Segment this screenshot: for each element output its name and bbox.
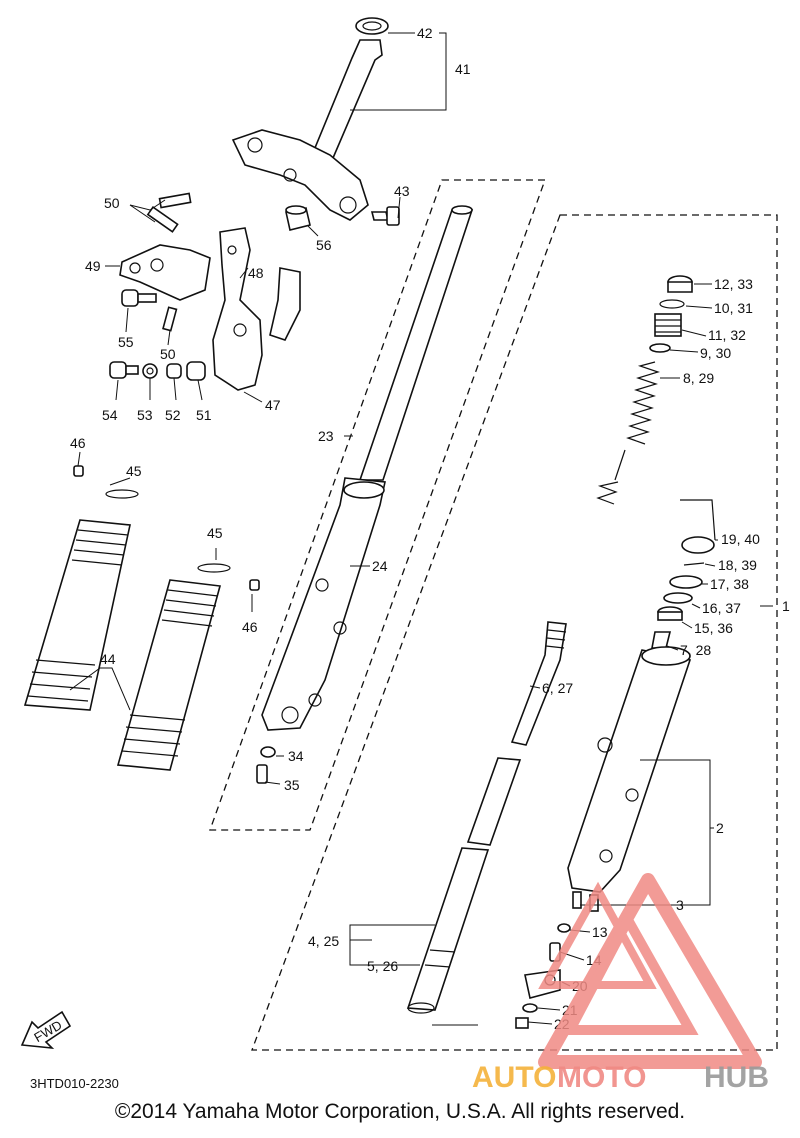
callout-8-29: 8, 29 bbox=[683, 370, 714, 386]
clamp-45-right bbox=[197, 563, 231, 573]
callout-47: 47 bbox=[265, 397, 281, 413]
callout-17-38: 17, 38 bbox=[710, 576, 749, 592]
fork-boot-44-left bbox=[23, 519, 131, 711]
automotohub-watermark-logo bbox=[538, 873, 762, 1069]
callout-35: 35 bbox=[284, 777, 300, 793]
oil-seal-17 bbox=[669, 575, 703, 589]
leader-lines bbox=[69, 32, 773, 1026]
outer-tube-2 bbox=[567, 646, 692, 893]
collar-52 bbox=[166, 363, 182, 379]
dust-seal-19 bbox=[681, 536, 715, 554]
o-ring-10 bbox=[659, 299, 685, 309]
callout-50-upper: 50 bbox=[104, 195, 120, 211]
washer-34 bbox=[260, 746, 276, 758]
callout-45-left: 45 bbox=[126, 463, 142, 479]
callout-13: 13 bbox=[592, 924, 608, 940]
cap-bolt-12 bbox=[667, 275, 693, 293]
washer-21 bbox=[522, 1003, 538, 1013]
watermark-text-moto: MOTO bbox=[557, 1061, 646, 1094]
callout-23: 23 bbox=[318, 428, 334, 444]
callout-18-39: 18, 39 bbox=[718, 557, 757, 573]
callout-46-right: 46 bbox=[242, 619, 258, 635]
fork-boot-44-right bbox=[116, 579, 222, 771]
callout-labels: 42 41 43 50 56 49 48 55 50 54 53 52 51 4… bbox=[70, 25, 790, 1032]
screw-46-right bbox=[249, 579, 260, 591]
callout-45-right: 45 bbox=[207, 525, 223, 541]
callout-12-33: 12, 33 bbox=[714, 276, 753, 292]
callout-44: 44 bbox=[100, 651, 116, 667]
callout-9-30: 9, 30 bbox=[700, 345, 731, 361]
callout-42: 42 bbox=[417, 25, 433, 41]
callout-4-25: 4, 25 bbox=[308, 933, 339, 949]
bracket-49 bbox=[119, 244, 211, 301]
callout-19-40: 19, 40 bbox=[721, 531, 760, 547]
bolt-55 bbox=[121, 289, 157, 307]
washer-53 bbox=[142, 363, 158, 379]
spacer-11 bbox=[654, 313, 682, 337]
callout-53: 53 bbox=[137, 407, 153, 423]
washer-16 bbox=[663, 592, 693, 604]
callout-16-37: 16, 37 bbox=[702, 600, 741, 616]
callout-43: 43 bbox=[394, 183, 410, 199]
callout-52: 52 bbox=[165, 407, 181, 423]
callout-1: 1 bbox=[782, 598, 790, 614]
collar-56 bbox=[285, 205, 311, 231]
callout-50-lower: 50 bbox=[160, 346, 176, 362]
bolt-54 bbox=[109, 361, 139, 379]
washer-13 bbox=[557, 923, 571, 933]
damper-rod-6 bbox=[510, 621, 567, 746]
callout-3: 3 bbox=[676, 897, 684, 913]
clamp-45-left bbox=[105, 489, 139, 499]
bushing-15 bbox=[657, 606, 683, 621]
copyright-notice: ©2014 Yamaha Motor Corporation, U.S.A. A… bbox=[114, 1100, 686, 1123]
washer-9 bbox=[649, 343, 671, 353]
callout-48: 48 bbox=[248, 265, 264, 281]
callout-46-left: 46 bbox=[70, 435, 86, 451]
fwd-arrow-icon: FWD bbox=[20, 1010, 72, 1050]
callout-7-28: 7, 28 bbox=[680, 642, 711, 658]
inner-tube-23 bbox=[358, 205, 474, 481]
pin-50-lower bbox=[162, 306, 178, 332]
inner-parts-bracket bbox=[680, 499, 716, 541]
screw-46-left bbox=[73, 465, 84, 477]
callout-24: 24 bbox=[372, 558, 388, 574]
callout-51: 51 bbox=[196, 407, 212, 423]
callout-54: 54 bbox=[102, 407, 118, 423]
callout-55: 55 bbox=[118, 334, 134, 350]
fork-spring-8 bbox=[596, 361, 660, 505]
callout-6-27: 6, 27 bbox=[542, 680, 573, 696]
watermark-text-hub: HUB bbox=[704, 1061, 769, 1094]
callout-56: 56 bbox=[316, 237, 332, 253]
bolt-43 bbox=[370, 206, 400, 226]
callout-41: 41 bbox=[455, 61, 471, 77]
bolt-35 bbox=[256, 764, 268, 784]
nut-22 bbox=[515, 1017, 529, 1029]
outer-tube-group-outline bbox=[209, 179, 546, 831]
callout-5-26: 5, 26 bbox=[367, 958, 398, 974]
damper-51 bbox=[186, 361, 206, 381]
callout-49: 49 bbox=[85, 258, 101, 274]
watermark-text-auto: AUTO bbox=[472, 1061, 556, 1094]
pin-50-upper bbox=[146, 192, 192, 233]
outer-tube-24 bbox=[261, 477, 386, 731]
bracket-47 bbox=[212, 227, 301, 391]
steering-stem bbox=[231, 17, 389, 221]
diagram-code: 3HTD010-2230 bbox=[30, 1076, 119, 1091]
callout-2: 2 bbox=[716, 820, 724, 836]
callout-10-31: 10, 31 bbox=[714, 300, 753, 316]
fork-assembly-group-outline bbox=[251, 214, 778, 1051]
callout-11-32: 11, 32 bbox=[708, 327, 746, 343]
inner-tube-4 bbox=[406, 757, 522, 1014]
clip-18 bbox=[683, 562, 705, 566]
callout-15-36: 15, 36 bbox=[694, 620, 733, 636]
callout-34: 34 bbox=[288, 748, 304, 764]
